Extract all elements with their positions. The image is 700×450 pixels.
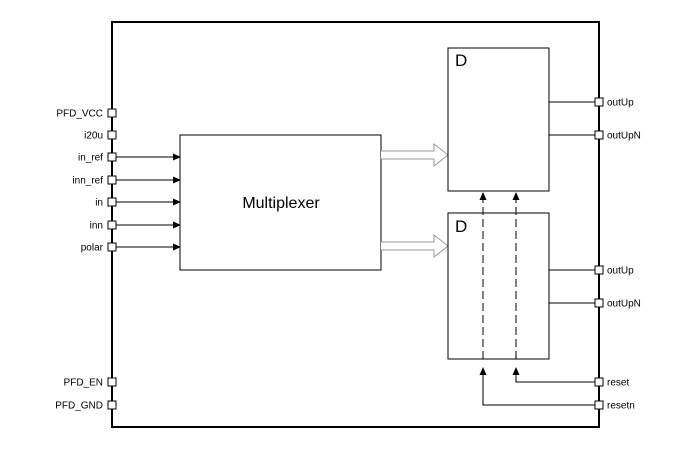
bus-arrow-top xyxy=(381,142,449,168)
pin-pfd-en-label: PFD_EN xyxy=(64,378,103,389)
flipflop-top-label: D xyxy=(455,51,467,70)
bus-arrow-bottom xyxy=(381,233,449,259)
pin-outupn-2-label: outUpN xyxy=(607,299,641,310)
pin-outupn-1-square xyxy=(594,130,604,140)
pin-in-square xyxy=(107,197,117,207)
pin-resetn-square xyxy=(594,400,604,410)
pin-outupn-2-square xyxy=(594,298,604,308)
flipflop-bottom: D xyxy=(447,212,550,360)
left-pin-pfd-vcc: PFD_VCC xyxy=(56,108,117,120)
right-pin-outup-2: outUp xyxy=(594,265,634,277)
pin-in-ref-square xyxy=(107,152,117,162)
multiplexer-label: Multiplexer xyxy=(242,195,320,212)
pin-inn-ref-label: inn_ref xyxy=(72,176,103,187)
pin-outupn-1-label: outUpN xyxy=(607,131,641,142)
left-pin-pfd-en: PFD_EN xyxy=(64,377,117,389)
pin-i20u-label: i20u xyxy=(84,131,103,142)
left-pin-in-ref: in_ref xyxy=(78,152,117,164)
left-pin-polar: polar xyxy=(81,242,117,254)
pin-pfd-vcc-square xyxy=(107,108,117,118)
pin-outup-2-label: outUp xyxy=(607,266,634,277)
pin-pfd-vcc-label: PFD_VCC xyxy=(56,109,103,120)
pin-inn-square xyxy=(107,220,117,230)
right-pin-outupn-1: outUpN xyxy=(594,130,641,142)
left-pin-inn-ref: inn_ref xyxy=(72,175,117,187)
left-pin-pfd-gnd: PFD_GND xyxy=(55,400,117,412)
right-pin-outupn-2: outUpN xyxy=(594,298,641,310)
pin-outup-1-label: outUp xyxy=(607,98,634,109)
flipflop-bottom-label: D xyxy=(455,217,467,236)
pin-in-label: in xyxy=(95,198,103,209)
pin-i20u-square xyxy=(107,130,117,140)
pin-inn-label: inn xyxy=(90,221,103,232)
right-pin-reset: reset xyxy=(594,377,629,389)
flipflop-top-box xyxy=(447,47,550,192)
pin-polar-label: polar xyxy=(81,243,104,254)
pin-pfd-gnd-square xyxy=(107,400,117,410)
right-pin-outup-1: outUp xyxy=(594,97,634,109)
pin-outup-1-square xyxy=(594,97,604,107)
pin-pfd-gnd-label: PFD_GND xyxy=(55,401,103,412)
left-pin-i20u: i20u xyxy=(84,130,117,142)
pin-polar-square xyxy=(107,242,117,252)
pin-outup-2-square xyxy=(594,265,604,275)
pin-pfd-en-square xyxy=(107,377,117,387)
pin-in-ref-label: in_ref xyxy=(78,153,103,164)
wire-reset xyxy=(512,367,595,383)
multiplexer-box xyxy=(179,134,382,271)
multiplexer-block: Multiplexer xyxy=(179,134,382,271)
flipflop-bottom-box xyxy=(447,212,550,360)
pin-resetn-label: resetn xyxy=(607,401,635,412)
flipflop-top: D xyxy=(447,47,550,192)
pin-reset-square xyxy=(594,377,604,387)
right-pin-resetn: resetn xyxy=(594,400,635,412)
pin-inn-ref-square xyxy=(107,175,117,185)
wire-resetn xyxy=(479,367,595,406)
pin-reset-label: reset xyxy=(607,378,629,389)
